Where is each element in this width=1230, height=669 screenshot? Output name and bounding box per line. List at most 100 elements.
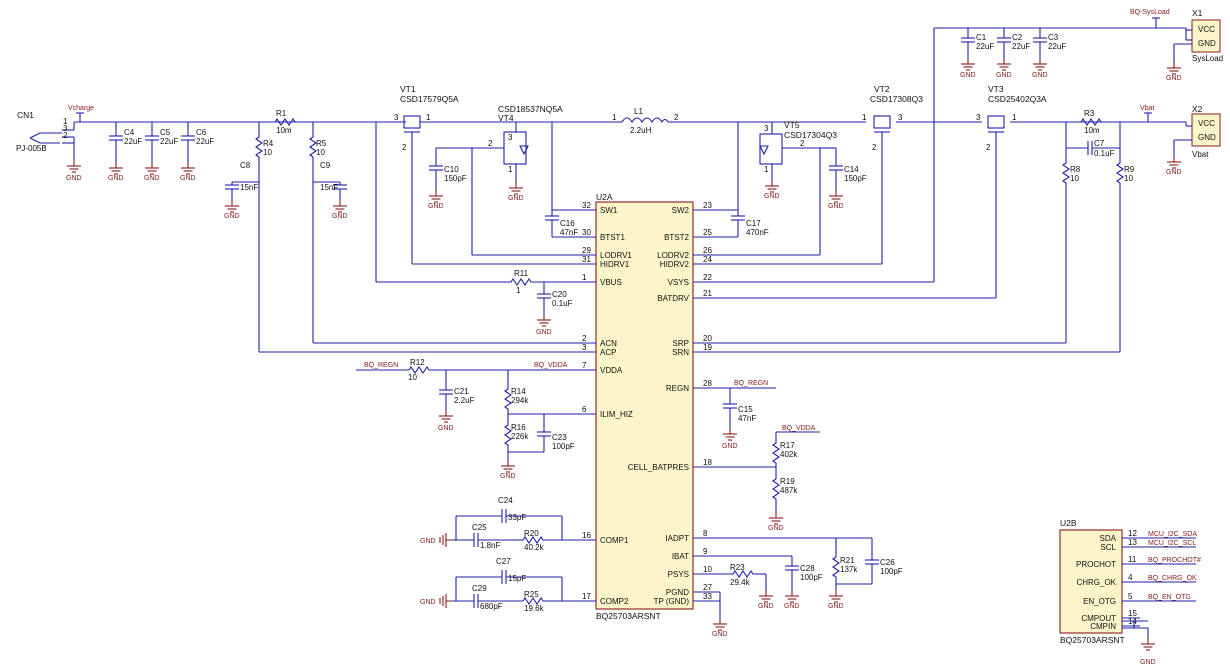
net-ilim: R14 294k R16 226k C23 100pF GND	[500, 370, 596, 480]
c26-value: 100pF	[880, 567, 903, 576]
gnd-label: GND	[224, 213, 240, 220]
gnd-label: GND	[108, 175, 124, 182]
c8-ref: C8	[240, 161, 251, 170]
u2b-pin-num: 13	[1128, 538, 1137, 547]
l1-pin-1: 1	[612, 113, 617, 122]
r19-value: 487k	[780, 486, 798, 495]
c28-ref: C28	[800, 564, 815, 573]
u2a-pin-num: 26	[703, 246, 712, 255]
c24-value: 33pF	[508, 513, 526, 522]
vt2-pin-1: 1	[862, 113, 867, 122]
u2a-pin-name: CELL_BATPRES	[628, 463, 689, 472]
c16-value: 470nF	[746, 228, 769, 237]
resistor-r3: R3 10m	[1077, 109, 1105, 135]
u2a-pin-num: 24	[703, 255, 712, 264]
u2a-pin-name: IBAT	[672, 552, 689, 561]
c17-ref: C20	[552, 290, 567, 299]
u2a-pin-name: VBUS	[600, 278, 622, 287]
c6-value: 22uF	[196, 137, 214, 146]
u2a-pin-name: LODRV1	[600, 251, 632, 260]
c14-value: 150pF	[844, 174, 867, 183]
c25-value: 1.8nF	[480, 541, 501, 550]
x2-net: Vbat	[1140, 105, 1154, 112]
vt3-part: CSD25402Q3A	[988, 94, 1047, 104]
cap-c2: C2 22uF GND	[996, 28, 1030, 79]
vt5-pin-1: 1	[764, 165, 769, 174]
resistor-r8: R8 10	[693, 122, 1081, 344]
u2a-pin-num: 9	[703, 547, 708, 556]
c10-value: 150pF	[444, 174, 467, 183]
u2b-ref: U2B	[1060, 518, 1077, 528]
gnd-label: GND	[438, 425, 454, 432]
u2b-net-label: BQ_PROCHOT#	[1148, 557, 1201, 564]
gnd-label: GND	[828, 203, 844, 210]
u2b-net-label: MCU_I2C_SDA	[1148, 531, 1197, 538]
u2a-pin-name: HIDRV1	[600, 260, 630, 269]
c27-ref: C27	[496, 557, 511, 566]
r19-ref: R19	[780, 477, 795, 486]
vt2-ref: VT2	[874, 84, 890, 94]
u2a-pin-name: HIDRV2	[660, 260, 690, 269]
net-pgnd: GND	[693, 591, 728, 638]
vt5-part: CSD17304Q3	[784, 130, 837, 140]
resistor-r1: R1 10m	[271, 109, 299, 135]
r11-ref: R11	[514, 269, 529, 278]
u2b-pin-name: EN_OTG	[1083, 597, 1116, 606]
u2b-net-label: MCU_I2C_SCL	[1148, 540, 1196, 547]
c5-ref: C5	[160, 128, 171, 137]
u2a-pin-num: 23	[703, 201, 712, 210]
r21-ref: R21	[840, 556, 855, 565]
u2a-pin-num: 21	[703, 289, 712, 298]
u2b-pin-name: PROCHOT	[1076, 560, 1116, 569]
cn1-pin-2: 2	[63, 131, 68, 140]
cn1-pin-3: 3	[63, 124, 68, 133]
u2a-pin-name: ACN	[600, 339, 617, 348]
gnd-label: GND	[508, 195, 524, 202]
u2b-pin-num: 12	[1128, 529, 1137, 538]
r11-value: 1	[516, 286, 521, 295]
mosfet-vt2: VT2 CSD17308Q3 1 3 2	[862, 84, 923, 264]
net-cmpout-gnd: GND	[1122, 620, 1156, 666]
c26-ref: C26	[880, 558, 895, 567]
u2b-net-label: BQ_EN_OTG	[1148, 594, 1191, 601]
c2-value: 22uF	[1012, 42, 1030, 51]
net-psys: R23 29.4k GND	[693, 563, 774, 610]
gnd-label: GND	[66, 175, 82, 182]
vt4-pin-2: 2	[488, 139, 493, 148]
gnd-label: GND	[1166, 75, 1182, 82]
u2a-pin-name: LODRV2	[657, 251, 689, 260]
r25-ref: R25	[524, 590, 539, 599]
r3-ref: R3	[1084, 109, 1095, 118]
u2a-pin-name: ILIM_HIZ	[600, 410, 633, 419]
c4-value: 22uF	[124, 137, 142, 146]
r20-value: 40.2k	[524, 543, 545, 552]
net-ibat: C28 100pF GND	[693, 555, 823, 610]
u2a-pin-num: 20	[703, 334, 712, 343]
u2a-pin-num: 10	[703, 565, 712, 574]
vt1-pin-3: 3	[394, 113, 399, 122]
u2a-pin-num: 28	[703, 379, 712, 388]
r25-value: 19.6k	[524, 604, 545, 613]
c25-ref: C25	[472, 523, 487, 532]
gnd-label: GND	[1166, 169, 1182, 176]
r8-ref: R8	[1070, 165, 1081, 174]
u2a-pin-name: PSYS	[668, 570, 689, 579]
r17-value: 402k	[780, 450, 798, 459]
r16-ref: R16	[511, 423, 526, 432]
vcharge-label: Vcharge	[68, 105, 94, 112]
u2a-pin-num: 3	[582, 343, 587, 352]
r12-ref: R12	[410, 358, 425, 367]
vt4-part: CSD18537NQ5A	[498, 104, 563, 114]
cap-c4: C4 22uF GND	[108, 122, 142, 182]
cap-c3: C3 22uF GND	[1032, 28, 1066, 79]
c3-value: 22uF	[1048, 42, 1066, 51]
connector-x2: Vbat X2 VCC GND Vbat GND	[1140, 104, 1221, 176]
bq-regn-label: BQ_REGN	[734, 380, 768, 387]
l1-ref: L1	[634, 107, 643, 116]
u2a-pin-num: 17	[582, 592, 591, 601]
u2b-pin-num: 4	[1128, 573, 1133, 582]
vt1-ref: VT1	[400, 84, 416, 94]
r14-ref: R14	[511, 387, 526, 396]
gnd-label: GND	[332, 213, 348, 220]
u2a-pin-num: 8	[703, 529, 708, 538]
